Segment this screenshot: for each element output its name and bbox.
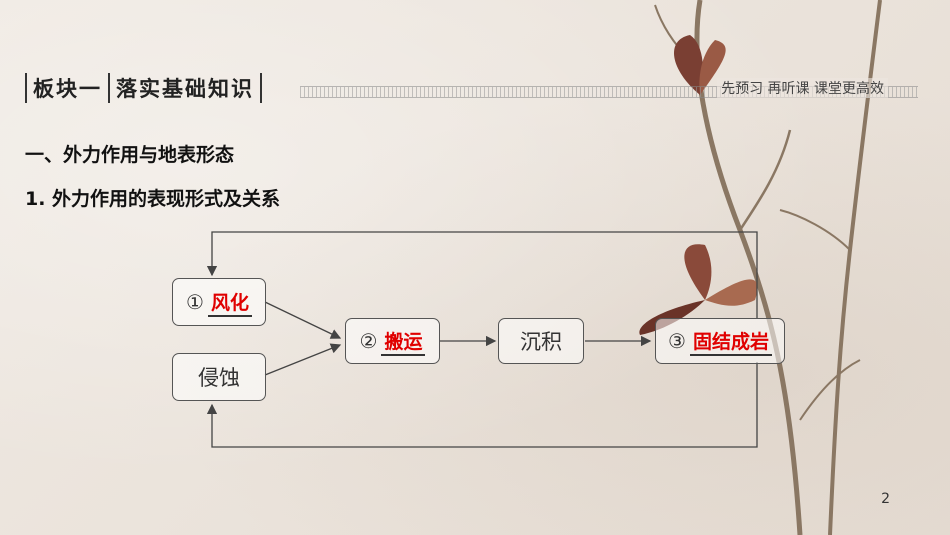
node-number: ②	[359, 329, 378, 353]
node-label: 侵蚀	[198, 366, 240, 390]
butterfly-top	[673, 35, 726, 95]
answer-weathering: 风化	[207, 288, 252, 317]
node-transport: ② 搬运	[345, 318, 440, 364]
answer-transport: 搬运	[381, 327, 426, 356]
arrow-weathering-transport	[264, 301, 342, 339]
node-lithification: ③ 固结成岩	[655, 318, 785, 364]
page-number: 2	[881, 491, 890, 507]
section-header: 板块一 落实基础知识	[25, 72, 262, 104]
node-weathering: ① 风化	[172, 278, 266, 326]
node-number: ③	[668, 329, 686, 353]
arrow-cycle-bottom	[206, 362, 758, 448]
node-label: 沉积	[520, 330, 562, 354]
subsection-title: 1. 外力作用的表现形式及关系	[25, 188, 281, 210]
header-tagline: 先预习 再听课 课堂更高效	[717, 78, 888, 98]
header-title-part1: 板块一	[33, 76, 102, 101]
header-divider	[25, 73, 27, 103]
butterfly-bottom	[639, 244, 758, 335]
node-erosion: 侵蚀	[172, 353, 266, 401]
header-title-part2: 落实基础知识	[116, 76, 254, 101]
answer-lithification: 固结成岩	[689, 327, 772, 356]
section-title: 一、外力作用与地表形态	[25, 144, 235, 166]
header-divider	[260, 73, 262, 103]
arrow-cycle-top	[206, 231, 758, 318]
node-deposition: 沉积	[498, 318, 584, 364]
arrow-erosion-transport	[264, 343, 342, 376]
header-divider	[108, 73, 110, 103]
node-number: ①	[186, 290, 204, 314]
